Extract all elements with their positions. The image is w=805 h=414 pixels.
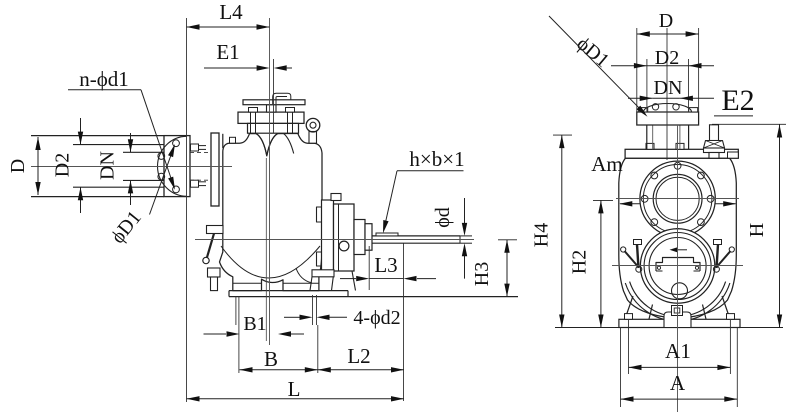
svg-text:4-ϕd2: 4-ϕd2 (353, 307, 400, 329)
svg-text:L3: L3 (374, 253, 397, 277)
svg-text:A: A (670, 371, 686, 395)
svg-text:A1: A1 (665, 339, 691, 363)
svg-text:L: L (288, 377, 301, 401)
svg-text:E1: E1 (216, 40, 239, 64)
svg-text:h×b×1: h×b×1 (409, 147, 464, 171)
svg-text:H2: H2 (569, 250, 591, 274)
svg-text:E2: E2 (721, 84, 754, 117)
svg-text:H3: H3 (471, 262, 493, 286)
svg-text:D2: D2 (655, 47, 679, 69)
svg-text:DN: DN (654, 77, 683, 99)
svg-text:n-ϕd1: n-ϕd1 (79, 67, 129, 91)
svg-text:H4: H4 (531, 223, 553, 247)
svg-text:H: H (746, 223, 768, 237)
svg-text:D2: D2 (52, 153, 74, 177)
svg-text:D: D (7, 159, 29, 173)
svg-text:DN: DN (97, 151, 119, 180)
svg-text:Am: Am (591, 152, 623, 176)
svg-text:ϕd: ϕd (432, 207, 454, 228)
svg-text:L2: L2 (347, 344, 370, 368)
svg-text:L4: L4 (219, 0, 243, 24)
svg-text:D: D (659, 10, 673, 32)
svg-text:B: B (264, 347, 278, 371)
svg-text:B1: B1 (243, 313, 266, 335)
